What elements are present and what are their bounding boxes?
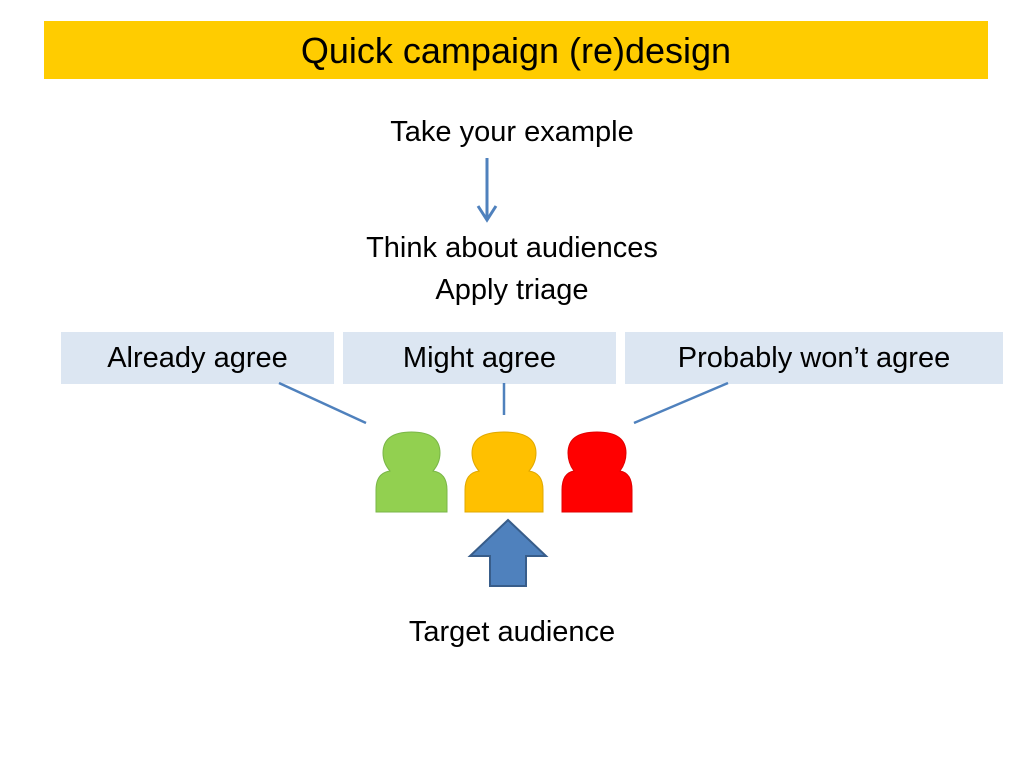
segment-already-agree: Already agree [61,332,334,384]
person-icon-yellow [464,431,544,513]
person-icon-green [375,431,448,513]
target-audience-label: Target audience [408,616,616,648]
segment-might-agree: Might agree [343,332,616,384]
step-think-audiences: Think about audiences [366,232,658,264]
up-arrow-icon [467,518,549,587]
connector-line-already-agree [278,381,367,425]
connector-line-probably-wont-agree [633,381,729,425]
person-icon-red [561,431,633,513]
slide-title: Quick campaign (re)design [300,30,732,71]
down-arrow-icon [476,158,498,223]
step-take-example: Take your example [390,116,634,148]
title-bar: Quick campaign (re)design [44,21,988,79]
step-apply-triage: Apply triage [435,274,589,306]
segment-probably-wont-agree: Probably won’t agree [625,332,1003,384]
